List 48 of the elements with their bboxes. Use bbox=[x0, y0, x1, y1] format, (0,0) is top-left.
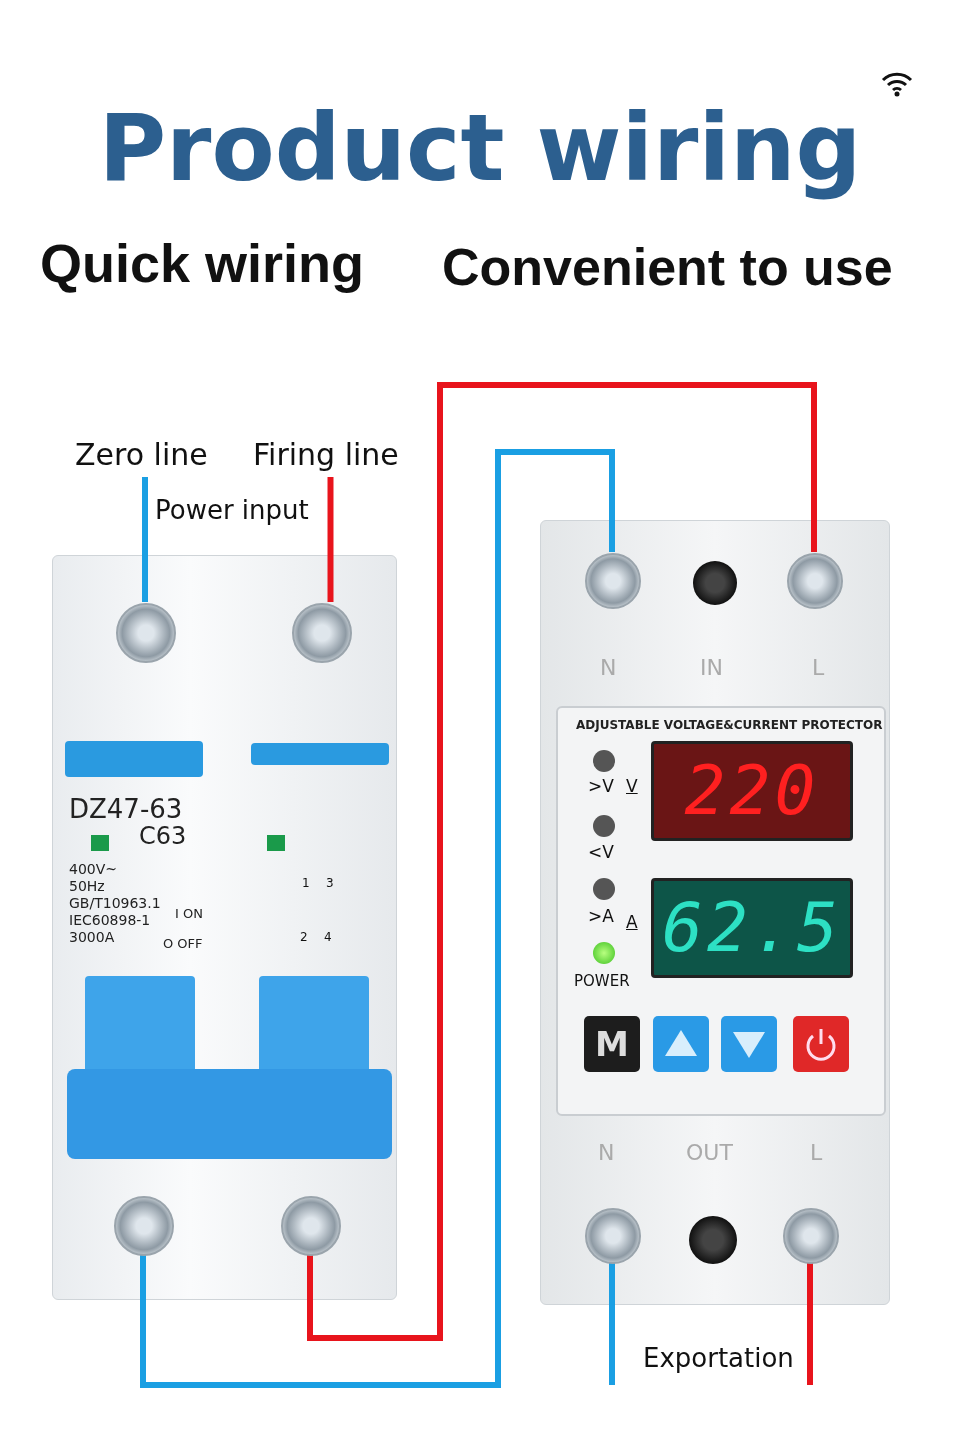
digital-display: 62.5 bbox=[651, 878, 853, 978]
wire bbox=[142, 477, 148, 602]
wire bbox=[609, 1263, 615, 1385]
spec-text: 400V~ 50Hz GB/T10963.1 IEC60898-1 3000A bbox=[69, 861, 159, 946]
rating-text: C63 bbox=[139, 822, 187, 850]
terminal-number: 4 bbox=[324, 930, 332, 944]
indicator-label: >A bbox=[588, 906, 614, 926]
terminal-marking: L bbox=[812, 655, 825, 680]
screw-terminal bbox=[585, 553, 641, 609]
terminal-marking: N bbox=[598, 1140, 615, 1165]
unit-label: A bbox=[626, 912, 638, 932]
subtitle: Quick wiring bbox=[40, 232, 365, 294]
screw-terminal bbox=[585, 1208, 641, 1264]
wire-label: Firing line bbox=[253, 433, 408, 477]
wire-label: Zero line bbox=[75, 433, 215, 477]
wire bbox=[140, 449, 615, 1388]
screw-terminal bbox=[114, 1196, 174, 1256]
output-label: Exportation bbox=[643, 1343, 794, 1373]
wire-label: Power input bbox=[155, 495, 309, 525]
circuit-breaker bbox=[52, 555, 397, 1300]
screw-terminal bbox=[281, 1196, 341, 1256]
panel-title: ADJUSTABLE VOLTAGE&CURRENT PROTECTOR bbox=[576, 718, 883, 732]
indicator-label: >V bbox=[588, 776, 614, 796]
indicator-label: <V bbox=[588, 842, 614, 862]
switch-label: I ON bbox=[175, 906, 203, 921]
mode-button: M bbox=[584, 1016, 640, 1072]
digital-display: 220 bbox=[651, 741, 853, 841]
terminal-marking: IN bbox=[700, 655, 723, 680]
title: Product wiring bbox=[97, 95, 863, 202]
switch-label: O OFF bbox=[163, 936, 203, 951]
model-number: DZ47-63 bbox=[69, 794, 183, 824]
screw-terminal bbox=[787, 553, 843, 609]
screw-terminal bbox=[783, 1208, 839, 1264]
unit-label: V bbox=[626, 776, 638, 796]
terminal-marking: L bbox=[810, 1140, 823, 1165]
terminal-number: 1 bbox=[302, 876, 310, 890]
wire bbox=[807, 1263, 813, 1385]
terminal-number: 2 bbox=[300, 930, 308, 944]
terminal-marking: N bbox=[600, 655, 617, 680]
terminal-number: 3 bbox=[326, 876, 334, 890]
terminal-marking: OUT bbox=[686, 1140, 733, 1165]
screw-terminal bbox=[292, 603, 352, 663]
screw-terminal bbox=[116, 603, 176, 663]
protector-device bbox=[540, 520, 890, 1305]
wire bbox=[327, 477, 334, 602]
indicator-label: POWER bbox=[574, 972, 630, 990]
subtitle: Convenient to use bbox=[442, 237, 893, 297]
wire bbox=[307, 382, 817, 1341]
